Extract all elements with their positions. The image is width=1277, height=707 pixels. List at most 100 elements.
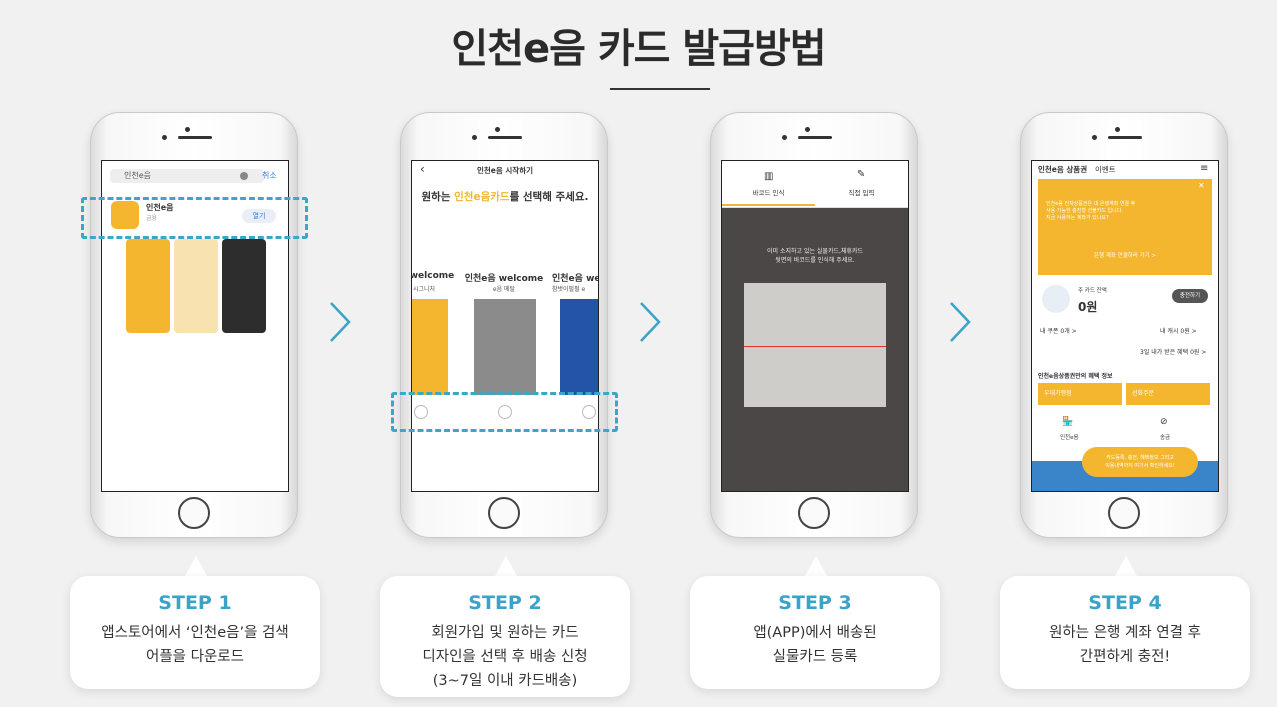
speaker-icon — [1108, 136, 1142, 139]
card-name: 인천e음 we — [552, 274, 599, 284]
order-button: 선화주문 — [1126, 383, 1210, 405]
desc-line: 간편하게 충전! — [1079, 649, 1171, 665]
card-pointer — [805, 556, 827, 576]
card-name: 인천e음 welcome — [464, 274, 544, 284]
camera-icon — [495, 127, 500, 132]
step-card: STEP 4 원하는 은행 계좌 연결 후 간편하게 충전! — [1000, 576, 1250, 689]
sensor-icon — [162, 135, 167, 140]
desc-line: 원하는 은행 계좌 연결 후 — [1049, 625, 1201, 641]
step-description: 앱(APP)에서 배송된 실물카드 등록 — [690, 621, 940, 669]
account-banner: ✕ 인천e음 전자상품권은 내 은행계좌 연결 후 사용 가능한 충전형 선불카… — [1038, 179, 1212, 275]
phone-screen: ‹ 인천e음 시작하기 원하는 인천e음카드를 선택해 주세요. welcome… — [411, 160, 599, 492]
pencil-icon: ✎ — [857, 169, 866, 180]
card-pointer — [495, 556, 517, 576]
camera-icon — [1115, 127, 1120, 132]
open-button: 열기 — [242, 209, 276, 223]
speaker-icon — [488, 136, 522, 139]
app-name: 인천e음 — [146, 203, 174, 212]
card-sub: 시그니처 — [412, 286, 436, 293]
sensor-icon — [1092, 135, 1097, 140]
bank-link: 은행 계좌 연결하러 가기 > — [1093, 253, 1157, 259]
home-button-icon — [1108, 497, 1140, 529]
phone-screen: ▥ ✎ 바코드 인식 직접 입력 이미 소지하고 있는 실물카드,체휴카드 뒷면… — [721, 160, 909, 492]
chevron-right-icon — [640, 302, 661, 342]
app-icon — [111, 201, 139, 229]
phone-screen: 인천e음 취소 인천e음 금융 열기 — [101, 160, 289, 492]
benefit-link: 3일 내가 받은 혜택 0원 > — [1140, 349, 1207, 356]
app-screenshot — [174, 239, 218, 333]
phone-mockup: ▥ ✎ 바코드 인식 직접 입력 이미 소지하고 있는 실물카드,체휴카드 뒷면… — [710, 112, 918, 538]
scan-frame — [744, 283, 886, 407]
card-avatar — [1042, 285, 1070, 313]
transfer-icon: ⊘ — [1160, 417, 1168, 427]
merchant-button: 우대가맹점 — [1038, 383, 1122, 405]
desc-line: (3~7일 이내 카드배송) — [432, 673, 578, 689]
step-description: 회원가입 및 원하는 카드 디자인을 선택 후 배송 신청 (3~7일 이내 카… — [380, 621, 630, 693]
balance-value: 0원 — [1078, 300, 1098, 314]
step-2: ‹ 인천e음 시작하기 원하는 인천e음카드를 선택해 주세요. welcome… — [380, 0, 630, 707]
tip-bubble: 카드등록, 충전, 혜택정보 그리고 이용내역까지 여기서 확인하세요! — [1082, 447, 1198, 477]
card-sub: 참벗이펄펄 e — [552, 286, 586, 293]
cancel-link: 취소 — [262, 171, 277, 180]
step-card: STEP 3 앱(APP)에서 배송된 실물카드 등록 — [690, 576, 940, 689]
phone-screen: 인천e음 상품권 이벤트 ≡ ✕ 인천e음 전자상품권은 내 은행계좌 연결 후… — [1031, 160, 1219, 492]
screen-header: 인천e음 상품권 이벤트 — [1038, 165, 1116, 174]
phone-mockup: 인천e음 상품권 이벤트 ≡ ✕ 인천e음 전자상품권은 내 은행계좌 연결 후… — [1020, 112, 1228, 538]
check-icon — [582, 405, 596, 419]
speaker-icon — [178, 136, 212, 139]
menu-icon: ≡ — [1200, 163, 1209, 174]
card-design — [474, 299, 536, 395]
balance-label: 주 카드 잔액 — [1078, 288, 1107, 294]
step-1: 인천e음 취소 인천e음 금융 열기 STEP 1 앱스토어에서 ‘인천e음’을… — [70, 0, 320, 707]
highlight-box — [391, 392, 618, 432]
step-4: 인천e음 상품권 이벤트 ≡ ✕ 인천e음 전자상품권은 내 은행계좌 연결 후… — [1000, 0, 1250, 707]
step-label: STEP 2 — [468, 592, 542, 614]
app-screenshot — [126, 239, 170, 333]
card-pointer — [185, 556, 207, 576]
chevron-right-icon — [950, 302, 971, 342]
cash-link: 내 캐시 0원 > — [1160, 328, 1197, 335]
page-title: 인천e음 카드 발급방법 — [451, 26, 826, 72]
tab-barcode: 바코드 인식 — [752, 189, 785, 197]
card-design — [412, 299, 448, 395]
step-description: 앱스토어에서 ‘인천e음’을 검색 어플을 다운로드 — [70, 621, 320, 669]
step-3: ▥ ✎ 바코드 인식 직접 입력 이미 소지하고 있는 실물카드,체휴카드 뒷면… — [690, 0, 940, 707]
phone-mockup: 인천e음 취소 인천e음 금융 열기 — [90, 112, 298, 538]
step-description: 원하는 은행 계좌 연결 후 간편하게 충전! — [1000, 621, 1250, 669]
tab-manual: 직접 입력 — [848, 189, 875, 197]
check-icon — [498, 405, 512, 419]
desc-line: 어플을 다운로드 — [146, 649, 244, 665]
app-screenshot — [222, 239, 266, 333]
check-icon — [414, 405, 428, 419]
search-input: 인천e음 — [110, 169, 264, 183]
step-label: STEP 3 — [778, 592, 852, 614]
scan-hint: 이미 소지하고 있는 실물카드,체휴카드 뒷면의 바코드를 인식해 주세요. — [767, 248, 863, 264]
card-pointer — [1115, 556, 1137, 576]
highlight-box — [81, 197, 308, 239]
step-label: STEP 1 — [158, 592, 232, 614]
shortcut-label: 인천e음 — [1060, 435, 1079, 441]
shortcut-label: 송금 — [1160, 435, 1171, 441]
card-prompt: 원하는 인천e음카드를 선택해 주세요. — [421, 191, 589, 203]
app-category: 금융 — [146, 215, 158, 222]
screen-header: 인천e음 시작하기 — [477, 166, 533, 175]
card-sub: e음 메탈 — [492, 286, 516, 293]
card-design — [560, 299, 598, 395]
phone-mockup: ‹ 인천e음 시작하기 원하는 인천e음카드를 선택해 주세요. welcome… — [400, 112, 608, 538]
tab-bar: ▥ ✎ 바코드 인식 직접 입력 — [722, 161, 908, 208]
desc-line: 디자인을 선택 후 배송 신청 — [422, 649, 588, 665]
desc-line: 회원가입 및 원하는 카드 — [431, 625, 579, 641]
home-button-icon — [178, 497, 210, 529]
clear-icon — [240, 172, 248, 180]
charge-button: 충전하기 — [1172, 289, 1208, 303]
desc-line: 실물카드 등록 — [772, 649, 858, 665]
speaker-icon — [798, 136, 832, 139]
title-divider — [610, 88, 710, 90]
desc-line: 앱(APP)에서 배송된 — [753, 625, 877, 641]
card-name: welcome — [411, 271, 455, 281]
coupon-link: 내 쿠폰 0개 > — [1040, 328, 1077, 335]
barcode-icon: ▥ — [764, 171, 774, 182]
store-icon: 🏪 — [1062, 417, 1074, 427]
home-button-icon — [488, 497, 520, 529]
scan-line — [744, 346, 886, 347]
